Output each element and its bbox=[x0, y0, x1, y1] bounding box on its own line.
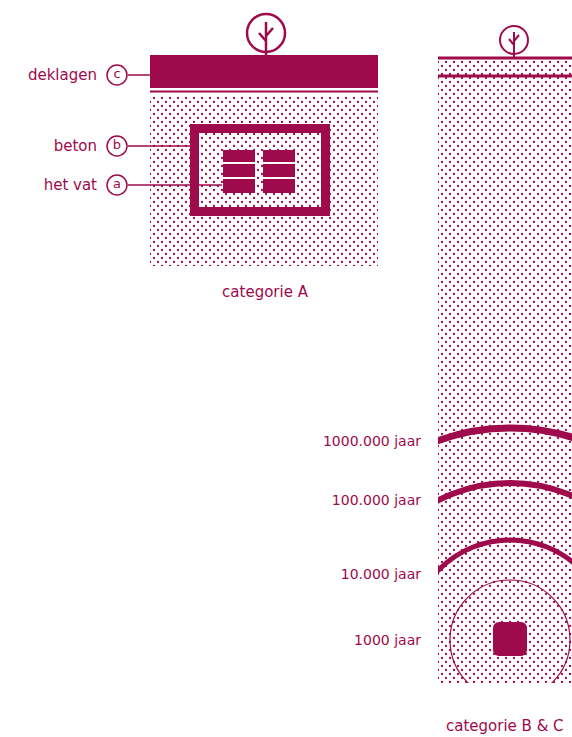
ring-100000 bbox=[438, 483, 572, 683]
cover-line bbox=[150, 91, 378, 93]
label-text: beton bbox=[54, 137, 97, 155]
concrete-box bbox=[195, 129, 326, 212]
callout-letter: a bbox=[106, 174, 128, 196]
callout-letter: c bbox=[106, 64, 128, 86]
label-text: het vat bbox=[44, 176, 97, 194]
tree-symbol bbox=[247, 14, 285, 55]
leader-lines bbox=[128, 75, 222, 185]
time-label: 1000.000 jaar bbox=[323, 432, 421, 450]
label-text: 10.000 jaar bbox=[341, 566, 421, 582]
barrel bbox=[223, 150, 255, 193]
leader-line bbox=[128, 145, 190, 147]
label-text: 1000 jaar bbox=[354, 632, 421, 648]
barrel-ring bbox=[263, 177, 295, 179]
tree-branch bbox=[509, 39, 514, 45]
time-rings bbox=[438, 428, 572, 683]
barrels bbox=[223, 150, 295, 193]
tree-symbol bbox=[500, 26, 528, 57]
callout-ring bbox=[107, 175, 127, 195]
soil-dots bbox=[438, 60, 572, 683]
ring-1000 bbox=[450, 580, 570, 683]
label-text: 100.000 jaar bbox=[332, 492, 421, 508]
time-label: 100.000 jaar bbox=[332, 491, 421, 509]
tree-branch bbox=[514, 35, 519, 41]
barrel-ring bbox=[223, 177, 255, 179]
time-label: 1000 jaar bbox=[354, 631, 421, 649]
part-name: deklagen bbox=[28, 66, 97, 84]
label-text: categorie B & C bbox=[446, 717, 564, 735]
leader-line bbox=[128, 184, 222, 186]
cover-line bbox=[438, 57, 572, 60]
callout-circle: a bbox=[106, 174, 128, 196]
part-name: beton bbox=[54, 137, 97, 155]
barrel-ring bbox=[223, 162, 255, 164]
time-label: 10.000 jaar bbox=[341, 565, 421, 583]
barrel-ring bbox=[263, 162, 295, 164]
cover-layer bbox=[150, 55, 378, 88]
part-name: het vat bbox=[44, 176, 97, 194]
tree-branch bbox=[266, 28, 273, 36]
cover-line bbox=[438, 75, 572, 78]
ring-1000000 bbox=[438, 428, 572, 683]
soil-dots bbox=[150, 96, 378, 266]
tree-branch bbox=[259, 33, 266, 41]
leader-line bbox=[128, 74, 150, 76]
callout-ring bbox=[107, 65, 127, 85]
callout-ring bbox=[107, 136, 127, 156]
label-text: categorie A bbox=[222, 283, 308, 301]
callout-circle: c bbox=[106, 64, 128, 86]
category-caption: categorie A bbox=[222, 283, 308, 301]
waste-block bbox=[493, 622, 527, 656]
barrel bbox=[263, 150, 295, 193]
callout-circle: b bbox=[106, 135, 128, 157]
label-text: deklagen bbox=[28, 66, 97, 84]
ring-10000 bbox=[438, 540, 572, 683]
label-text: 1000.000 jaar bbox=[323, 433, 421, 449]
callout-letter: b bbox=[106, 135, 128, 157]
category-caption: categorie B & C bbox=[446, 717, 564, 735]
